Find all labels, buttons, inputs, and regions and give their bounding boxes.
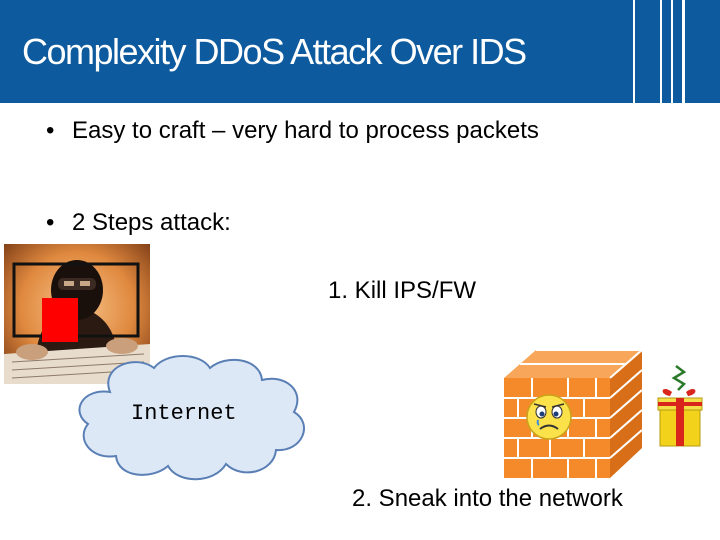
- gift-box-icon: [657, 365, 703, 447]
- title-stripe: [660, 0, 662, 103]
- bullet-marker: •: [46, 209, 55, 236]
- bullet-text: Easy to craft – very hard to process pac…: [72, 117, 539, 144]
- title-bar: Complexity DDoS Attack Over IDS: [0, 0, 720, 103]
- cloud-label: Internet: [131, 401, 237, 426]
- bullet-text: 2 Steps attack:: [72, 209, 231, 236]
- bullet-marker: •: [46, 117, 55, 144]
- bullet-item: • Easy to craft – very hard to process pa…: [46, 116, 539, 146]
- cloud-icon: [78, 355, 305, 481]
- step-1: 1. Kill IPS/FW: [328, 277, 477, 304]
- sad-face-icon: [526, 394, 572, 440]
- title-stripe: [671, 0, 673, 103]
- step-2: 2. Sneak into the network: [352, 485, 623, 512]
- title-stripe: [682, 0, 685, 103]
- title-stripe: [633, 0, 635, 103]
- slide-title: Complexity DDoS Attack Over IDS: [22, 31, 527, 72]
- bullet-item: • 2 Steps attack:: [46, 208, 231, 238]
